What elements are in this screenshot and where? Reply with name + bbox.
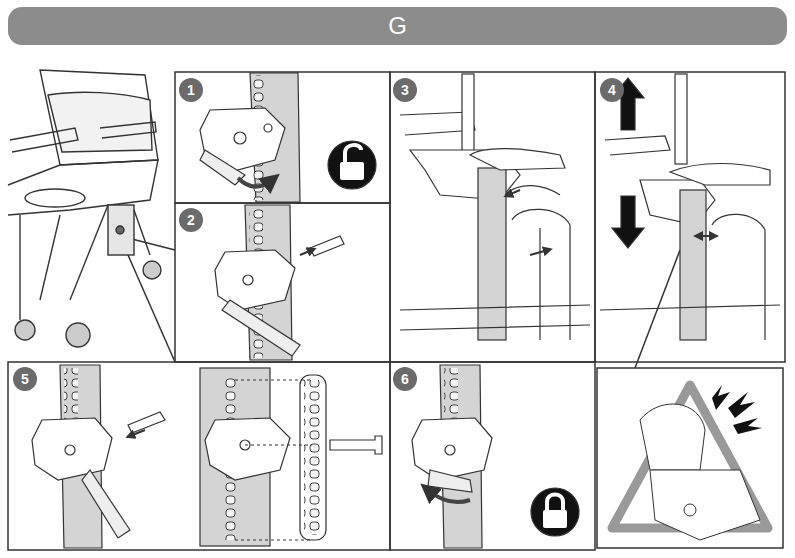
panel-5-drawing — [32, 365, 382, 548]
callout-number: 2 — [187, 212, 195, 228]
step-number: 2 — [179, 208, 203, 232]
panel-frames — [8, 72, 785, 550]
panel-4-drawing — [600, 74, 780, 340]
panel-1-drawing — [200, 73, 376, 202]
callout-number: 1 — [187, 82, 195, 98]
panel-6-drawing — [412, 365, 579, 548]
step-circle-fill — [179, 78, 203, 102]
step-circle-fill — [179, 208, 203, 232]
step-circle-fill — [393, 78, 417, 102]
page-title: G — [8, 7, 787, 45]
callout-number: 5 — [21, 371, 29, 387]
step-circle-fill — [600, 78, 624, 102]
title-banner — [8, 7, 787, 45]
step-number: 1 — [179, 78, 203, 102]
callout-number: 6 — [401, 371, 409, 387]
chair-drawing — [8, 70, 161, 347]
step-number: 3 — [393, 78, 417, 102]
panel-3-drawing — [400, 74, 590, 340]
step-number: 4 — [600, 78, 624, 102]
step-number: 6 — [393, 367, 417, 391]
callout-number: 4 — [608, 82, 616, 98]
callout-number: 3 — [401, 82, 409, 98]
panel-2-drawing — [215, 205, 344, 360]
pinch-warning — [612, 385, 768, 540]
step-circle-fill — [393, 367, 417, 391]
step-circle-fill — [13, 367, 37, 391]
step-number: 5 — [13, 367, 37, 391]
